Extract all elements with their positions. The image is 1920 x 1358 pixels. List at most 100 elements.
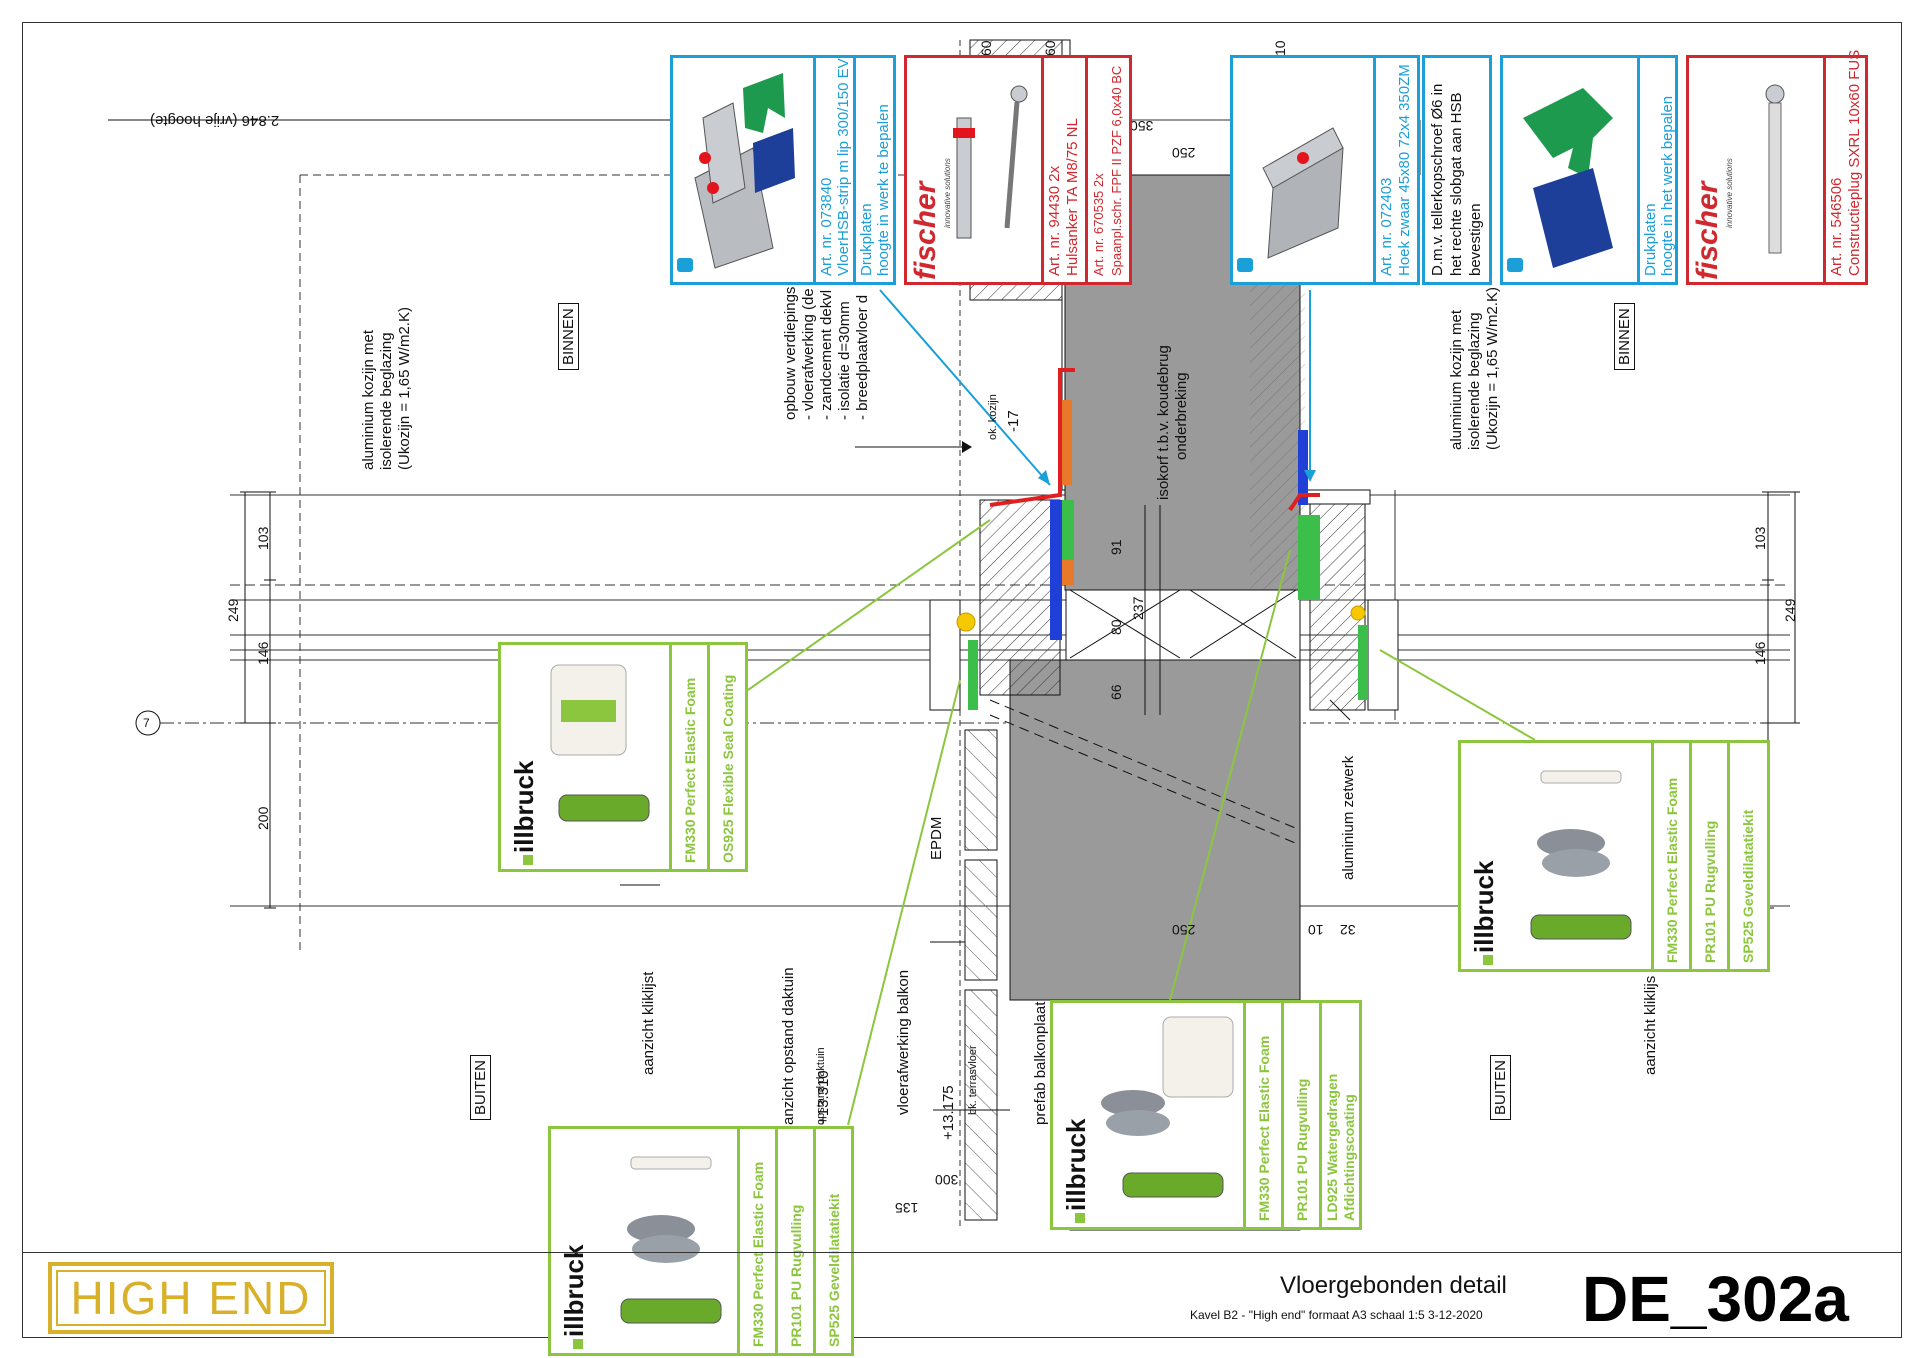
dim-200-left: 200: [255, 806, 271, 830]
illbruck-b-col-2: PR101 PU Rugvulling: [775, 1129, 813, 1353]
hulsanker-art: Art. nr. 94430 2x: [1046, 165, 1063, 276]
illbruck-d-col-1: FM330 Perfect Elastic Foam: [1651, 743, 1689, 969]
vloerafwerking-balkon-label: vloerafwerking balkon: [895, 969, 912, 1115]
card-illbruck-a: illbruck FM330 Perfect Elastic Foam OS92…: [498, 642, 748, 872]
ok-kozijn-value: -17: [1005, 410, 1022, 432]
illbruck-c-col-1: FM330 Perfect Elastic Foam: [1243, 1003, 1281, 1227]
hsb-strip-name: VloerHSB-strip m lip 300/150 EV: [835, 58, 852, 276]
hoek-name: Hoek zwaar 45x80 72x4 350ZM: [1396, 64, 1413, 276]
card-drukplaten: Drukplaten hoogte in het werk bepalen: [1500, 55, 1678, 285]
drukplaten-illustration: [1507, 88, 1613, 272]
dim-350: 350: [1130, 118, 1154, 134]
illbruck-c-image: illbruck: [1053, 1003, 1243, 1227]
illbruck-b-col-1: FM330 Perfect Elastic Foam: [737, 1129, 775, 1353]
illbruck-a-image: illbruck: [501, 645, 669, 869]
illbruck-c-col-3: LD925 Watergedragen Afdichtingscoating: [1319, 1003, 1359, 1227]
constructieplug-illustration: [1765, 84, 1785, 254]
aanzicht-kliklijst-right: aanzicht kliklijs: [1642, 975, 1659, 1075]
free-height-label: 2.846 (vrije hoogte): [150, 112, 280, 129]
dim-135: 135: [895, 1200, 919, 1216]
constructieplug-art: Art. nr. 546506: [1828, 177, 1845, 276]
aanzicht-opstand-label: anzicht opstand daktuin: [780, 967, 797, 1125]
dim-103-left: 103: [255, 526, 271, 550]
spaanplaat-art: Art. nr. 670535 2x: [1091, 173, 1106, 276]
dim-10-top: 10: [1272, 40, 1288, 56]
opbouw-note-3: - zandcement dekvl: [818, 289, 835, 420]
drukplaten-r-note-2: hoogte in het werk bepalen: [1659, 95, 1676, 276]
kozijn-note-right-2: isolerende beglazing: [1466, 312, 1483, 450]
bk-terrasvloer-label: bk. terrasvloer: [967, 1045, 979, 1115]
hsb-strip-note-col: Drukplaten hoogte in werk te bepalen: [853, 58, 893, 282]
card-hoek: Art. nr. 072403 Hoek zwaar 45x80 72x4 35…: [1230, 55, 1420, 285]
hulsanker-illustration: [953, 85, 1028, 239]
dim-80: 80: [1108, 619, 1124, 635]
kozijn-note-right-3: (Ukozijn = 1,65 W/m2.K): [1484, 287, 1501, 450]
dim-103-right: 103: [1752, 526, 1768, 550]
illbruck-b-col-3: SP525 Geveldilatatiekit: [813, 1129, 851, 1353]
illbruck-b-product-2: PR101 PU Rugvulling: [788, 1204, 804, 1347]
card-fischer-constructieplug: fischer innovative solutions Art. nr. 54…: [1686, 50, 1868, 285]
constructieplug-name: Constructieplug SXRL 10x60 FUS: [1846, 49, 1863, 276]
drawing-sheet: [22, 22, 1902, 1338]
kozijn-note-right-1: aluminium kozijn met: [1448, 309, 1465, 450]
illbruck-a-col-2: OS925 Flexible Seal Coating: [707, 645, 745, 869]
aanzicht-kliklijst-left: aanzicht kliklijst: [640, 971, 657, 1075]
illbruck-a-product-2: OS925 Flexible Seal Coating: [720, 674, 736, 863]
opbouw-note-1: opbouw verdiepings: [782, 286, 799, 420]
dim-300: 300: [935, 1172, 959, 1188]
spaanplaat-name: Spaanpl.schr. FPF II PZF 6,0x40 BC: [1109, 65, 1124, 276]
opbouw-note-2: - vloerafwerking (de: [800, 288, 817, 420]
drukplaten-note-1: Drukplaten: [858, 203, 875, 276]
illbruck-c-products: [1101, 1016, 1234, 1198]
dim-66: 66: [1108, 684, 1124, 700]
dim-146-left: 146: [255, 641, 271, 665]
illbruck-c-product-1: FM330 Perfect Elastic Foam: [1256, 1035, 1272, 1221]
illbruck-c-product-3: LD925 Watergedragen: [1324, 1073, 1340, 1221]
grid-bubble-7: 7: [143, 716, 150, 730]
drawing-subtitle: Kavel B2 - "High end" formaat A3 schaal …: [1190, 1308, 1483, 1322]
illbruck-logo-b: illbruck: [559, 1245, 590, 1349]
opbouw-note-4: - isolatie d=30mm: [836, 301, 853, 420]
card-fischer-hulsanker: fischer innovative solutions Art. nr. 94…: [904, 55, 1132, 285]
illbruck-d-product-1: FM330 Perfect Elastic Foam: [1664, 777, 1680, 963]
drukplaten-r-note-1: Drukplaten: [1642, 203, 1659, 276]
hoek-image: [1233, 58, 1373, 282]
hsb-strip-art: Art. nr. 073840: [818, 177, 835, 276]
constructieplug-text-col: Art. nr. 546506 Constructieplug SXRL 10x…: [1823, 50, 1865, 282]
illbruck-a-products: [550, 664, 650, 822]
drawing-title: Vloergebonden detail: [1280, 1272, 1507, 1299]
buiten-label-right: BUITEN: [1490, 1054, 1511, 1120]
binnen-label-left: BINNEN: [558, 303, 579, 370]
dim-249-right: 249: [1782, 598, 1798, 622]
dim-10: 10: [1308, 922, 1324, 938]
illbruck-d-products: [1530, 770, 1632, 940]
dim-250-top: 250: [1172, 145, 1196, 161]
illbruck-d-col-3: SP525 Geveldilatatiekit: [1727, 743, 1767, 969]
opbouw-note-5: - breedplaatvloer d: [854, 294, 871, 420]
dim-237: 237: [1130, 596, 1146, 620]
dim-60-a: 60: [978, 40, 994, 56]
dim-32: 32: [1340, 922, 1356, 938]
dim-91: 91: [1108, 539, 1124, 555]
illbruck-d-product-2: PR101 PU Rugvulling: [1702, 820, 1718, 963]
card-tellerkop-note: D.m.v. tellerkopschroef Ø6 in het rechte…: [1422, 55, 1492, 285]
card-hsb-strip: Art. nr. 073840 VloerHSB-strip m lip 300…: [670, 55, 896, 285]
hoek-text-col: Art. nr. 072403 Hoek zwaar 45x80 72x4 35…: [1373, 58, 1417, 282]
epdm-label: EPDM: [928, 816, 945, 860]
illbruck-logo-d: illbruck: [1469, 861, 1500, 965]
illbruck-b-products: [620, 1156, 722, 1324]
level-13310: +13.310: [815, 1070, 832, 1125]
hoek-art: Art. nr. 072403: [1378, 177, 1395, 276]
illbruck-a-col-1: FM330 Perfect Elastic Foam: [669, 645, 707, 869]
drukplaten-text-col: Drukplaten hoogte in het werk bepalen: [1637, 58, 1676, 282]
card-illbruck-d: illbruck FM330 Perfect Elastic Foam PR10…: [1458, 740, 1770, 972]
illbruck-d-col-2: PR101 PU Rugvulling: [1689, 743, 1727, 969]
dim-60-b: 60: [1042, 40, 1058, 56]
kozijn-note-left-3: (Ukozijn = 1,65 W/m2.K): [396, 307, 413, 470]
buiten-label-left: BUITEN: [470, 1054, 491, 1120]
high-end-logo: HIGH END: [48, 1262, 334, 1334]
isokorf-note-2: onderbreking: [1173, 372, 1190, 460]
drukplaten-image: [1503, 58, 1637, 282]
constructieplug-image: fischer innovative solutions: [1689, 58, 1823, 282]
illbruck-b-image: illbruck: [551, 1129, 737, 1353]
